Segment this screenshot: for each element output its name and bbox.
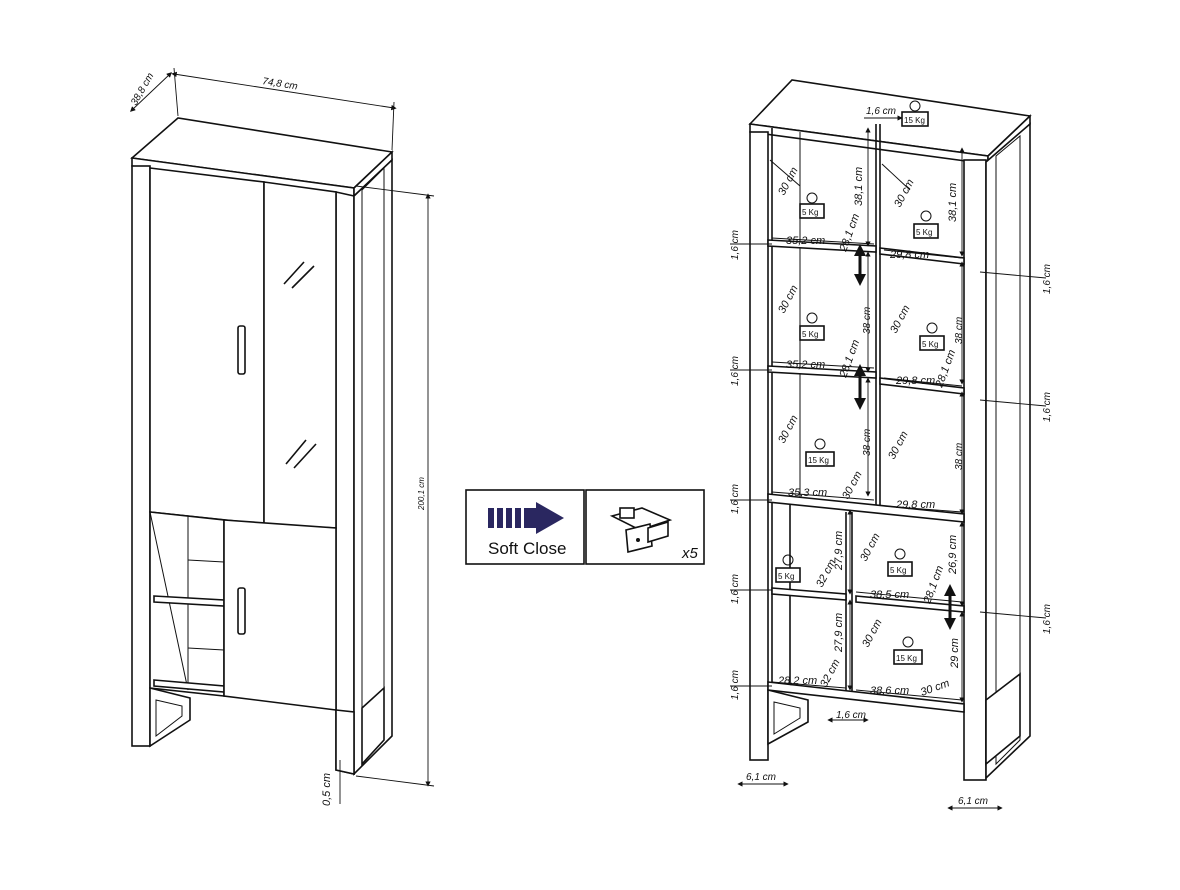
leg-width-left: 6,1 cm [746,772,776,783]
weight-tag-top: 15 Kg [901,100,929,127]
svg-text:1,6 cm: 1,6 cm [730,670,741,700]
open-cabinet-view: 15 Kg 5 Kg 5 Kg 5 Kg 5 Kg 15 Kg [730,79,1053,811]
svg-text:29 cm: 29 cm [949,638,961,669]
svg-text:29,8 cm: 29,8 cm [889,249,929,261]
svg-text:38,1 cm: 38,1 cm [853,167,865,206]
weight-tag-r1-left: 5 Kg [799,192,825,219]
width-label: 74,8 cm [262,76,299,92]
svg-text:30 cm: 30 cm [892,177,917,209]
svg-text:35,2 cm: 35,2 cm [786,235,825,247]
svg-text:30 cm: 30 cm [776,413,801,445]
svg-text:38,5 cm: 38,5 cm [870,589,909,601]
hinge-icon [609,507,673,554]
svg-text:1,6 cm: 1,6 cm [1042,604,1053,634]
svg-text:28,1 cm: 28,1 cm [921,564,946,606]
svg-text:5 Kg: 5 Kg [890,566,906,575]
soft-close-arrow-icon [536,502,564,534]
svg-text:5 Kg: 5 Kg [778,572,794,581]
weight-tag-r4-left: 5 Kg [775,554,801,583]
svg-text:5 Kg: 5 Kg [802,208,818,217]
svg-text:1,6 cm: 1,6 cm [836,710,866,721]
open-right-base [985,672,1021,766]
svg-text:30 cm: 30 cm [776,165,801,197]
svg-text:1,6 cm: 1,6 cm [1042,264,1053,294]
height-label: 200,1 cm [417,477,426,511]
svg-text:28,2 cm: 28,2 cm [777,675,817,687]
top-thickness-label: 1,6 cm [866,106,896,117]
svg-text:1,6 cm: 1,6 cm [730,356,741,386]
svg-text:30 cm: 30 cm [776,283,801,315]
depth-label: 38,8 cm [129,71,156,107]
svg-text:38,6 cm: 38,6 cm [870,685,909,697]
svg-text:38,1 cm: 38,1 cm [947,183,959,222]
weight-tag-r1-right: 5 Kg [913,210,939,239]
svg-text:30 cm: 30 cm [888,303,913,335]
svg-text:38 cm: 38 cm [954,317,965,344]
weight-tag-r2-left: 5 Kg [799,312,825,341]
open-left-leg [749,131,769,761]
open-right-side [985,122,1031,780]
soft-close-label: Soft Close [488,539,566,558]
upper-door-left [149,167,265,525]
lower-door-handle [237,587,246,635]
weight-tag-r2-right: 5 Kg [919,322,945,351]
svg-text:32 cm: 32 cm [814,557,839,589]
left-frame-leg [131,165,151,747]
svg-text:15 Kg: 15 Kg [896,654,917,663]
svg-text:30 cm: 30 cm [860,617,885,649]
svg-text:26,9 cm: 26,9 cm [947,535,959,575]
svg-text:30 cm: 30 cm [858,531,883,563]
svg-text:1,6 cm: 1,6 cm [730,574,741,604]
svg-text:30 cm: 30 cm [886,429,911,461]
weight-tag-r3-left: 15 Kg [805,438,835,467]
svg-text:15 Kg: 15 Kg [904,116,925,125]
svg-text:30 cm: 30 cm [919,677,951,699]
side-lower-frame [361,686,385,767]
right-frame-leg [335,191,355,775]
open-right-leg [963,159,987,781]
soft-close-panel: Soft Close x5 [465,489,705,565]
svg-text:32 cm: 32 cm [818,657,843,689]
right-side-panel [353,158,393,776]
svg-text:5 Kg: 5 Kg [922,340,938,349]
left-leg-frame [149,686,191,748]
bottom-shelf [767,681,965,713]
svg-text:38 cm: 38 cm [862,429,873,456]
svg-text:1,6 cm: 1,6 cm [1042,392,1053,422]
svg-text:1,6 cm: 1,6 cm [730,230,741,260]
svg-text:38 cm: 38 cm [954,443,965,470]
svg-text:29,8 cm: 29,8 cm [895,499,935,511]
closed-cabinet-view: 74,8 cm 38,8 cm 200,1 cm 0,5 cm [129,67,435,806]
svg-text:28,1 cm: 28,1 cm [933,348,958,390]
svg-text:38 cm: 38 cm [862,307,873,334]
svg-text:5 Kg: 5 Kg [802,330,818,339]
svg-text:15 Kg: 15 Kg [808,456,829,465]
leg-width-right: 6,1 cm [958,796,988,807]
svg-text:35,3 cm: 35,3 cm [788,487,827,499]
svg-text:27,9 cm: 27,9 cm [833,613,845,653]
svg-text:29,8 cm: 29,8 cm [895,375,935,387]
svg-text:27,9 cm: 27,9 cm [833,531,845,571]
gap-label: 0,5 cm [321,773,333,806]
hinge-count: x5 [681,545,699,562]
svg-text:1,6 cm: 1,6 cm [730,484,741,514]
weight-tag-r5-right: 15 Kg [893,636,923,665]
open-left-base [767,688,809,746]
svg-text:30 cm: 30 cm [840,469,865,501]
svg-text:5 Kg: 5 Kg [916,228,932,237]
svg-text:35,2 cm: 35,2 cm [786,359,825,371]
right-leg-frame [335,709,355,775]
weight-tag-r4-right: 5 Kg [887,548,913,577]
shelf-3-left [771,587,847,601]
glass-door [263,181,337,529]
upper-door-handle [237,325,246,375]
